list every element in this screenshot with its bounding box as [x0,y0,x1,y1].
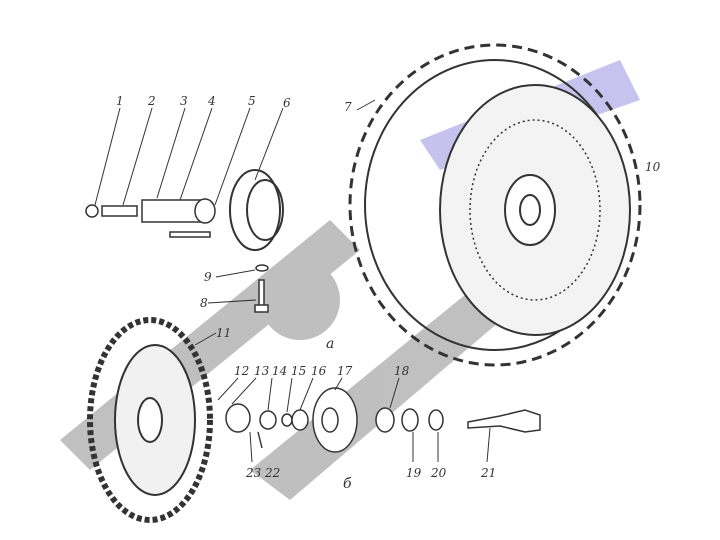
part-label-14: 14 [272,364,288,378]
part-label-7: 7 [344,100,352,114]
part-label-19: 19 [406,466,422,480]
part-label-21: 21 [481,466,497,480]
leader-lines [94,99,491,463]
part-label-3: 3 [180,94,188,108]
bolt-and-washer [254,264,269,313]
view-label-a: а [326,336,335,352]
part-label-20: 20 [431,466,447,480]
part-label-4: 4 [208,94,216,108]
part-label-12: 12 [234,364,250,378]
part-label-2: 2 [148,94,156,108]
part-label-22: 22 [265,466,281,480]
view-label-b: б [343,476,352,492]
part-label-10: 10 [645,160,661,174]
part-label-18: 18 [394,364,410,378]
front-wheel [87,317,213,523]
part-label-11: 11 [216,326,232,340]
part-label-6: 6 [283,96,291,110]
hub-parts-row [225,387,541,453]
tractor-rear-wheel [348,43,642,367]
part-label-8: 8 [200,296,208,310]
part-label-15: 15 [291,364,307,378]
part-label-17: 17 [337,364,353,378]
parts-axle-assembly [85,198,216,238]
part-label-5: 5 [248,94,256,108]
part-label-23: 23 [246,466,262,480]
part-label-9: 9 [204,270,212,284]
part-label-13: 13 [254,364,270,378]
part-label-1: 1 [116,94,124,108]
part-label-16: 16 [311,364,327,378]
hub-plate [229,169,284,251]
